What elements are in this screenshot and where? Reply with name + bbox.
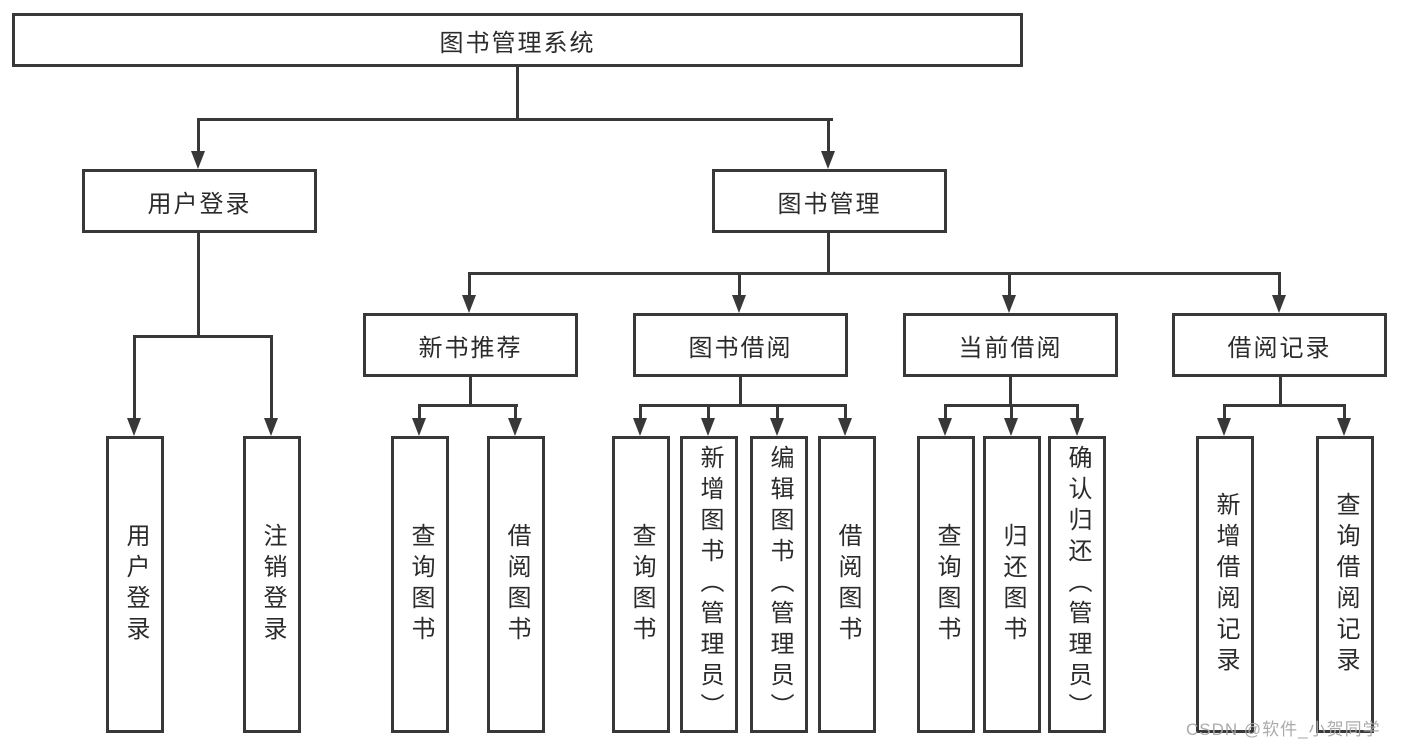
node-label: 查询图书 xyxy=(628,522,655,647)
node-library-management-system: 图书管理系统 xyxy=(12,13,1023,67)
connector-line xyxy=(944,404,947,418)
connector-line xyxy=(468,272,471,295)
connector-line xyxy=(197,118,200,151)
connector-line xyxy=(418,404,518,407)
connector-line xyxy=(1223,404,1226,418)
connector-line xyxy=(418,404,421,418)
connector-line xyxy=(1278,272,1281,295)
arrow-down-icon xyxy=(838,418,852,436)
node-label: 编辑图书（管理员） xyxy=(766,445,793,724)
node-book-borrow: 图书借阅 xyxy=(633,313,848,377)
node-query-borrow-record: 查询借阅记录 xyxy=(1316,436,1374,733)
connector-line xyxy=(827,118,830,151)
connector-line xyxy=(1008,272,1011,295)
node-label: 借阅记录 xyxy=(1227,334,1332,362)
connector-line xyxy=(133,335,273,338)
connector-line xyxy=(516,66,519,121)
node-label: 查询借阅记录 xyxy=(1332,491,1359,678)
connector-line xyxy=(1343,404,1346,418)
node-label: 新书推荐 xyxy=(418,334,523,362)
node-borrow-books-leaf: 借阅图书 xyxy=(818,436,876,733)
node-label: 借阅图书 xyxy=(834,522,861,647)
connector-line xyxy=(469,376,472,407)
connector-line xyxy=(844,404,847,418)
connector-line xyxy=(739,376,742,407)
connector-line xyxy=(1279,376,1282,407)
connector-line xyxy=(827,232,830,275)
connector-line xyxy=(776,404,779,418)
node-return-book: 归还图书 xyxy=(983,436,1041,733)
node-label: 图书管理系统 xyxy=(439,29,596,57)
node-label: 归还图书 xyxy=(999,522,1026,647)
arrow-down-icon xyxy=(732,295,746,313)
node-logout: 注销登录 xyxy=(243,436,301,733)
connector-line xyxy=(270,335,273,418)
node-add-book-admin: 新增图书（管理员） xyxy=(680,436,738,733)
arrow-down-icon xyxy=(508,418,522,436)
connector-line xyxy=(1009,376,1012,407)
arrow-down-icon xyxy=(701,418,715,436)
node-label: 图书管理 xyxy=(777,190,882,218)
arrow-down-icon xyxy=(1070,418,1084,436)
node-label: 新增借阅记录 xyxy=(1212,491,1239,678)
node-current-borrow: 当前借阅 xyxy=(903,313,1118,377)
node-user-login-leaf: 用户登录 xyxy=(106,436,164,733)
node-add-borrow-record: 新增借阅记录 xyxy=(1196,436,1254,733)
node-label: 用户登录 xyxy=(147,190,252,218)
arrow-down-icon xyxy=(462,295,476,313)
node-label: 当前借阅 xyxy=(958,334,1063,362)
arrow-down-icon xyxy=(1002,295,1016,313)
connector-line xyxy=(197,118,833,121)
node-book-management: 图书管理 xyxy=(712,169,947,233)
arrow-down-icon xyxy=(938,418,952,436)
node-label: 查询图书 xyxy=(933,522,960,647)
connector-line xyxy=(197,232,200,338)
connector-line xyxy=(133,335,136,418)
node-label: 借阅图书 xyxy=(503,522,530,647)
node-label: 图书借阅 xyxy=(688,334,793,362)
node-borrow-records: 借阅记录 xyxy=(1172,313,1387,377)
connector-line xyxy=(640,404,847,407)
arrow-down-icon xyxy=(1217,418,1231,436)
arrow-down-icon xyxy=(191,151,205,169)
arrow-down-icon xyxy=(821,151,835,169)
arrow-down-icon xyxy=(412,418,426,436)
arrow-down-icon xyxy=(633,418,647,436)
node-new-book-recommend: 新书推荐 xyxy=(363,313,578,377)
arrow-down-icon xyxy=(1004,418,1018,436)
node-label: 用户登录 xyxy=(122,522,149,647)
connector-line xyxy=(639,404,642,418)
arrow-down-icon xyxy=(264,418,278,436)
node-edit-book-admin: 编辑图书（管理员） xyxy=(750,436,808,733)
csdn-watermark: CSDN @软件_小贺同学 xyxy=(1186,720,1381,739)
node-borrow-books-recommend: 借阅图书 xyxy=(487,436,545,733)
connector-line xyxy=(738,272,741,295)
node-label: 确认归还（管理员） xyxy=(1064,445,1091,724)
node-label: 注销登录 xyxy=(259,522,286,647)
connector-line xyxy=(707,404,710,418)
node-query-books-recommend: 查询图书 xyxy=(391,436,449,733)
node-query-books-current: 查询图书 xyxy=(917,436,975,733)
arrow-down-icon xyxy=(127,418,141,436)
connector-line xyxy=(468,272,1281,275)
arrow-down-icon xyxy=(1337,418,1351,436)
connector-line xyxy=(1076,404,1079,418)
node-label: 新增图书（管理员） xyxy=(696,445,723,724)
connector-line xyxy=(1223,404,1346,407)
node-query-books-borrow: 查询图书 xyxy=(612,436,670,733)
connector-line xyxy=(1010,404,1013,418)
node-user-login: 用户登录 xyxy=(82,169,317,233)
node-label: 查询图书 xyxy=(407,522,434,647)
arrow-down-icon xyxy=(1272,295,1286,313)
arrow-down-icon xyxy=(770,418,784,436)
node-confirm-return-admin: 确认归还（管理员） xyxy=(1048,436,1106,733)
connector-line xyxy=(514,404,517,418)
